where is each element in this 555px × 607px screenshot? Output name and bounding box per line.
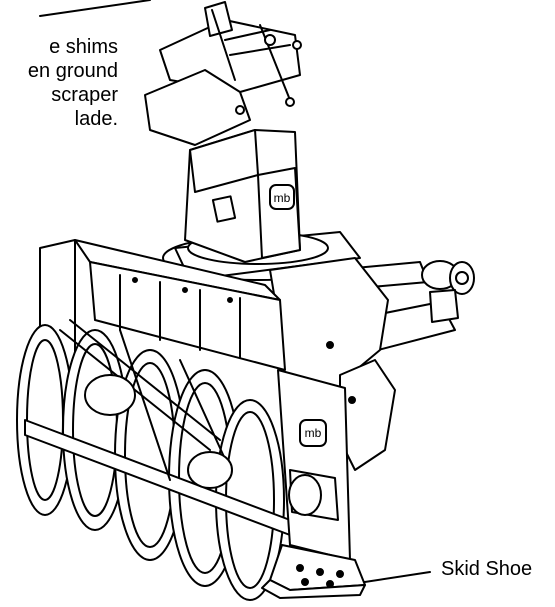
note-line: e shims — [49, 36, 118, 58]
note-line: scraper — [51, 84, 118, 106]
note-leader-line — [39, 0, 151, 17]
shim-note-label: e shims en ground scraper lade. — [28, 35, 118, 131]
skid-shoe-label: Skid Shoe — [441, 558, 533, 580]
note-line: en ground — [27, 60, 118, 82]
svg-text:mb: mb — [274, 191, 291, 205]
svg-text:mb: mb — [305, 426, 322, 440]
chute-deflector — [144, 1, 302, 146]
note-line: lade. — [74, 108, 118, 130]
skid-shoe — [261, 544, 366, 599]
auger — [16, 319, 291, 601]
side-plate: mb — [277, 369, 351, 561]
discharge-chute: mb — [184, 129, 301, 263]
